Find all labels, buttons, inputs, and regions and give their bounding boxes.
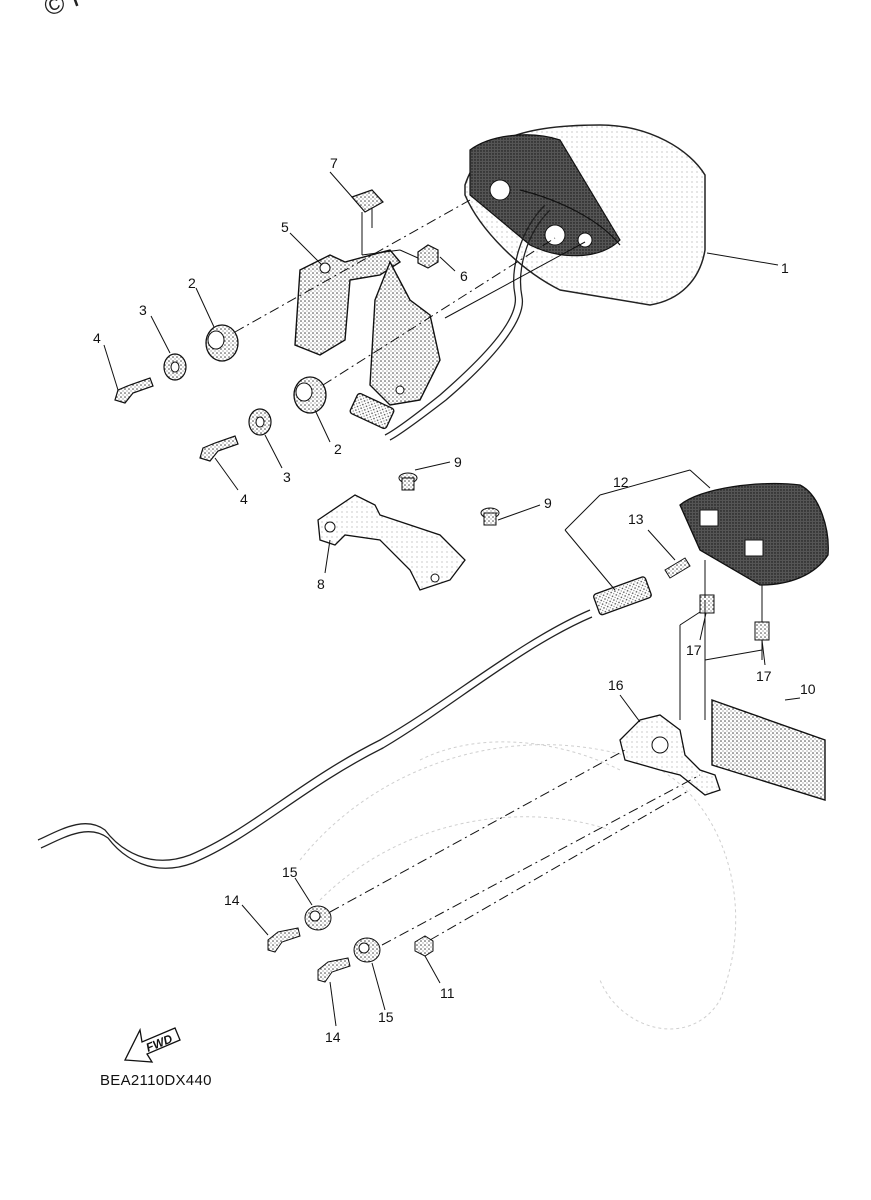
callout-13: 13 xyxy=(628,511,644,527)
callout-15-lower: 15 xyxy=(378,1009,394,1025)
callout-16: 16 xyxy=(608,677,624,693)
clip-part-7 xyxy=(350,189,384,232)
grommet-15-upper xyxy=(304,905,332,931)
callout-1: 1 xyxy=(781,260,789,276)
grommet-lower xyxy=(293,376,327,414)
grommet-upper xyxy=(205,324,239,362)
callout-4-lower: 4 xyxy=(240,491,248,507)
screw-14-lower xyxy=(317,957,351,983)
clip-part-17-right xyxy=(754,621,770,641)
callout-6: 6 xyxy=(460,268,468,284)
fwd-label: FWD xyxy=(144,1031,175,1054)
callout-12: 12 xyxy=(613,474,629,490)
tail-light-wire xyxy=(384,204,551,441)
callout-14-upper: 14 xyxy=(224,892,240,908)
nut-part-11 xyxy=(414,935,434,957)
fwd-arrow: FWD xyxy=(123,1027,181,1063)
license-light-wire xyxy=(37,609,593,869)
callout-7: 7 xyxy=(330,155,338,171)
nut-part-6 xyxy=(417,244,439,269)
callout-9-lower: 9 xyxy=(544,495,552,511)
license-bracket-part-16 xyxy=(619,714,721,796)
callout-14-lower: 14 xyxy=(325,1029,341,1045)
callout-2-lower: 2 xyxy=(334,441,342,457)
clip-part-17-left xyxy=(699,594,715,614)
callout-3-lower: 3 xyxy=(283,469,291,485)
tail-light-bracket xyxy=(294,249,441,406)
callout-11: 11 xyxy=(440,985,455,1001)
bulb-part-13 xyxy=(664,557,691,579)
stay-bracket-part-8 xyxy=(317,494,466,591)
background-frame-outline xyxy=(299,741,737,1030)
grommet-15-lower xyxy=(353,937,381,963)
reflector-part-10 xyxy=(711,699,826,801)
license-light-assembly xyxy=(679,482,829,586)
rivet-upper xyxy=(398,472,418,491)
callout-8: 8 xyxy=(317,576,325,592)
bolt-upper xyxy=(114,377,154,404)
callout-9-upper: 9 xyxy=(454,454,462,470)
bolt-lower xyxy=(199,435,239,462)
callout-17-right: 17 xyxy=(756,668,772,684)
callout-10: 10 xyxy=(800,681,816,697)
callout-5: 5 xyxy=(281,219,289,235)
license-light-connector xyxy=(593,576,652,616)
collar-upper xyxy=(163,353,187,381)
callout-2-upper: 2 xyxy=(188,275,196,291)
tail-light-connector xyxy=(349,392,395,430)
diagram-code: BEA2110DX440 xyxy=(100,1072,212,1089)
callout-15-upper: 15 xyxy=(282,864,298,880)
tail-light-assembly xyxy=(464,124,706,306)
leader-lines xyxy=(103,171,801,1027)
rivet-lower xyxy=(480,507,500,526)
callout-4-upper: 4 xyxy=(93,330,101,346)
callout-17-left: 17 xyxy=(686,642,702,658)
callout-3-upper: 3 xyxy=(139,302,147,318)
callout-numbers: 1 2 2 3 3 4 4 5 6 7 8 9 9 10 11 12 13 14… xyxy=(93,155,816,1045)
screw-14-upper xyxy=(267,927,301,953)
collar-lower xyxy=(248,408,272,436)
